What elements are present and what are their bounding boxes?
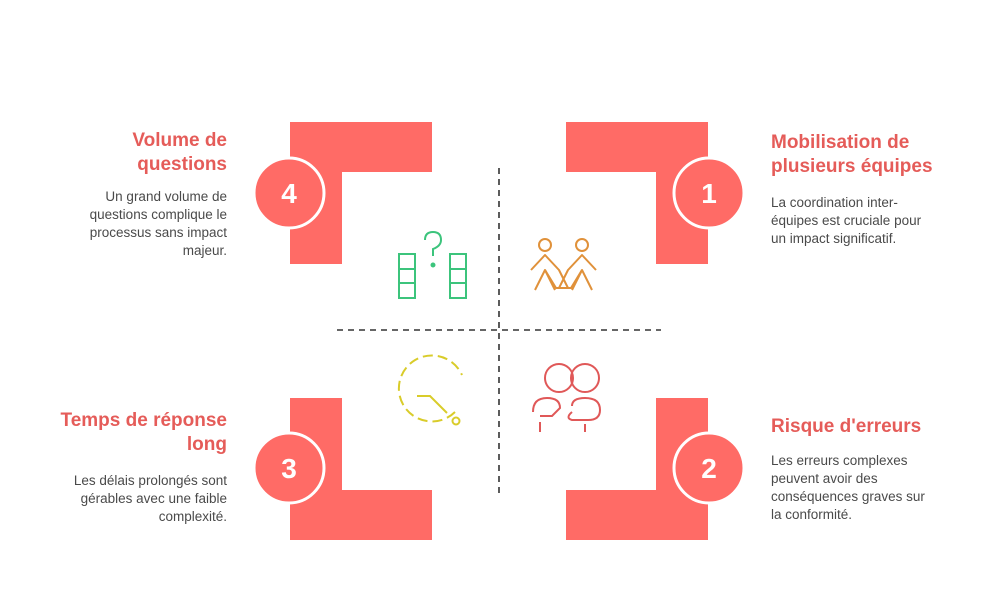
- q2-desc-line3: conséquences graves sur: [771, 489, 925, 504]
- q2-desc-line2: peuvent avoir des: [771, 471, 878, 486]
- q1-title-line2: plusieurs équipes: [771, 156, 933, 177]
- q4-description: Un grand volume de questions complique l…: [40, 188, 227, 260]
- q1-desc-line2: équipes est cruciale pour: [771, 213, 922, 228]
- bracket-q3: [290, 398, 432, 540]
- number-4-text: 4: [281, 178, 297, 209]
- q2-desc-line4: la conformité.: [771, 507, 853, 522]
- q1-title-line1: Mobilisation de: [771, 132, 910, 153]
- q2-title-line1: Risque d'erreurs: [771, 416, 922, 437]
- people-icon: [530, 238, 597, 291]
- q3-title-line1: Temps de réponse: [60, 410, 227, 431]
- q3-desc-line1: Les délais prolongés sont: [73, 473, 227, 488]
- q1-description: La coordination inter- équipes est cruci…: [771, 194, 981, 248]
- q2-desc-line1: Les erreurs complexes: [771, 453, 908, 468]
- bracket-q2: [566, 398, 708, 540]
- q4-title-line2: questions: [137, 154, 227, 175]
- bracket-q4: [290, 122, 432, 264]
- q4-desc-line4: majeur.: [182, 243, 227, 258]
- q3-description: Les délais prolongés sont gérables avec …: [20, 472, 227, 526]
- q3-title: Temps de réponse long: [20, 409, 227, 457]
- question-blocks-icon: [398, 230, 467, 299]
- q3-desc-line3: complexité.: [158, 509, 227, 524]
- q1-desc-line3: un impact significatif.: [771, 231, 897, 246]
- number-badge-3: 3: [252, 431, 326, 505]
- bracket-q1: [566, 122, 708, 264]
- number-badge-2: 2: [672, 431, 746, 505]
- q4-desc-line1: Un grand volume de: [105, 189, 227, 204]
- team-meeting-icon: [532, 363, 602, 432]
- q4-title-line1: Volume de: [132, 130, 227, 151]
- q4-desc-line3: processus sans impact: [89, 225, 227, 240]
- q4-desc-line2: questions complique le: [89, 207, 227, 222]
- q3-desc-line2: gérables avec une faible: [80, 491, 227, 506]
- number-3-text: 3: [281, 453, 297, 484]
- timer-icon: [397, 354, 463, 426]
- q1-title: Mobilisation de plusieurs équipes: [771, 131, 991, 179]
- q3-title-line2: long: [186, 434, 227, 455]
- q2-title: Risque d'erreurs: [771, 415, 991, 439]
- q4-title: Volume de questions: [60, 129, 227, 177]
- number-1-text: 1: [701, 178, 717, 209]
- number-2-text: 2: [701, 453, 717, 484]
- number-badge-4: 4: [252, 156, 326, 230]
- q2-description: Les erreurs complexes peuvent avoir des …: [771, 452, 981, 524]
- number-badge-1: 1: [672, 156, 746, 230]
- q1-desc-line1: La coordination inter-: [771, 195, 898, 210]
